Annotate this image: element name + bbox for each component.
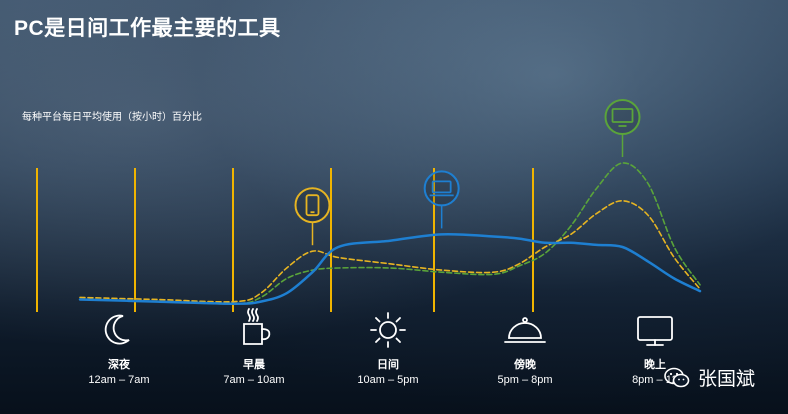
monitor-icon (637, 316, 673, 346)
watermark-text: 张国斌 (698, 369, 756, 390)
period-range: 10am – 5pm (357, 374, 418, 386)
laptop-marker (423, 170, 460, 229)
coffee-cup-icon (243, 308, 271, 345)
watermark: 张国斌 (664, 364, 755, 391)
sun-icon (370, 312, 406, 348)
period-name: 深夜 (108, 357, 131, 371)
mobile-usage-line (79, 199, 701, 303)
monitor-marker (604, 99, 641, 157)
period-name: 日间 (377, 358, 399, 371)
period-range: 12am – 7am (88, 374, 149, 386)
period-range: 5pm – 8pm (497, 374, 552, 386)
moon-icon (104, 314, 130, 345)
food-cloche-icon (504, 317, 546, 343)
pc-usage-line (78, 233, 702, 305)
smartphone-icon (305, 194, 320, 217)
monitor-icon (611, 108, 634, 127)
wechat-icon (664, 367, 690, 387)
smartphone-marker (294, 187, 331, 246)
period-name: 晚上 (644, 357, 666, 371)
tablet-usage-line (79, 162, 701, 305)
chart-subtitle: 每种平台每日平均使用（按小时）百分比 (22, 112, 202, 123)
period-range: 7am – 10am (223, 374, 284, 386)
period-range: 8pm – 12 (632, 374, 678, 386)
period-name: 早晨 (243, 358, 266, 371)
laptop-icon (429, 180, 454, 197)
period-name: 傍晚 (514, 357, 536, 371)
slide-title: PC是日间工作最主要的工具 (14, 17, 281, 40)
